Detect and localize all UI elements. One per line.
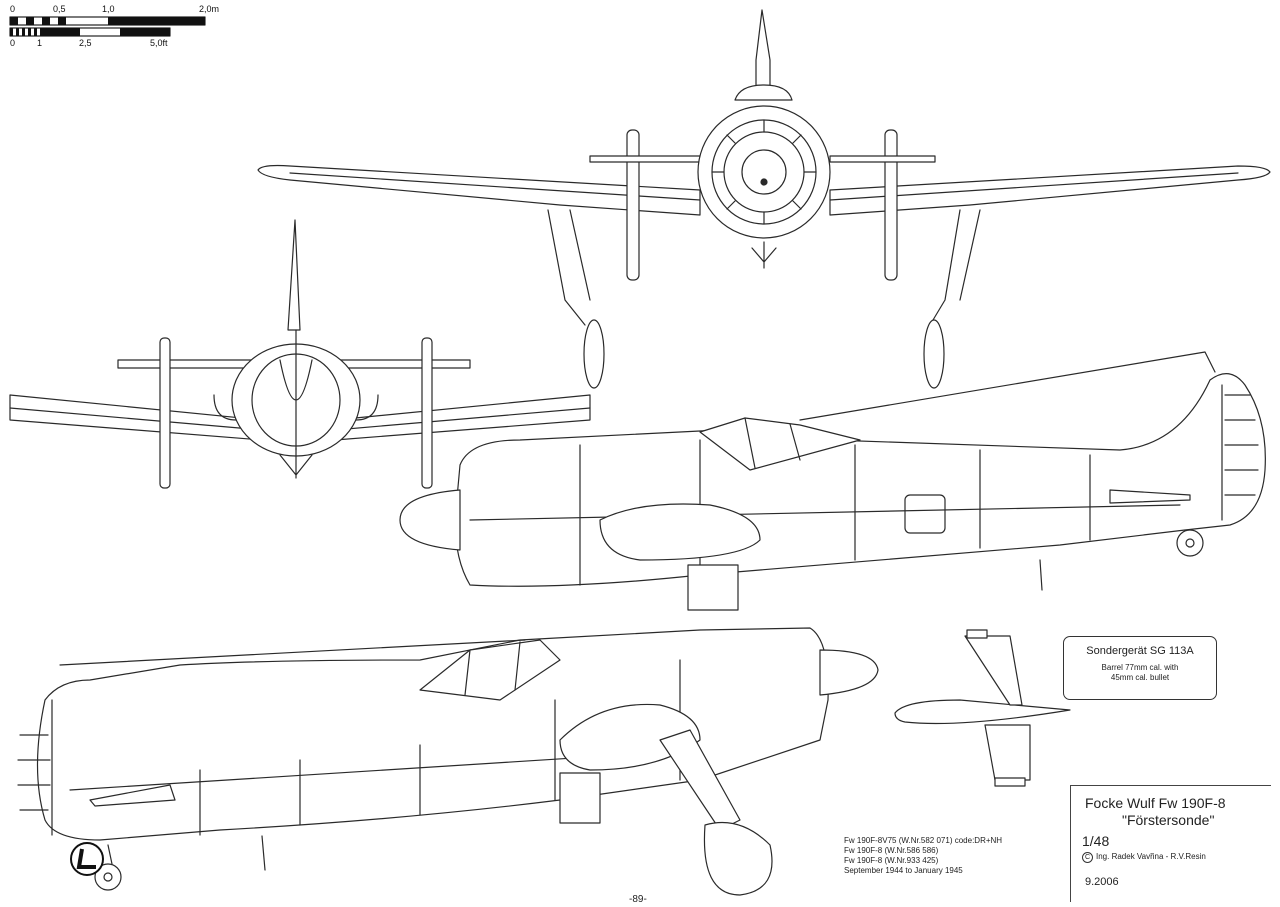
note-line: Fw 190F-8 (W.Nr.933 425): [844, 856, 939, 865]
callout-title: Sondergerät SG 113A: [1086, 645, 1194, 657]
callout-desc-line-1: Barrel 77mm cal. with: [1101, 663, 1179, 672]
copyright-text: Ing. Radek Vavřina - R.V.Resin: [1096, 852, 1206, 861]
title-line-2: "Förstersonde": [1122, 812, 1215, 828]
drawing-scale: 1/48: [1082, 833, 1110, 849]
callout-description: Barrel 77mm cal. with 45mm cal. bullet: [1064, 663, 1216, 683]
note-line: September 1944 to January 1945: [844, 866, 963, 875]
sg113a-callout: Sondergerät SG 113A Barrel 77mm cal. wit…: [1063, 636, 1217, 700]
scale-imperial-1: 1: [37, 38, 43, 48]
scale-imperial-2-5: 2,5: [79, 38, 92, 48]
sg113a-detail: [894, 629, 1071, 787]
note-line: Fw 190F-8 (W.Nr.586 586): [844, 846, 939, 855]
side-view-left: [17, 627, 879, 896]
rear-view: [9, 219, 591, 489]
scale-imperial-0: 0: [10, 38, 16, 48]
scale-metric-1-0: 1,0: [102, 4, 115, 14]
copyright-icon: C: [1082, 852, 1093, 863]
side-view-right: [399, 351, 1266, 611]
callout-desc-line-2: 45mm cal. bullet: [1110, 673, 1170, 682]
note-line: Fw 190F-8V75 (W.Nr.582 071) code:DR+NH: [844, 836, 1003, 845]
front-view: [257, 9, 1271, 389]
drawing-date: 9.2006: [1085, 876, 1119, 888]
scale-metric-0: 0: [10, 4, 16, 14]
scale-bar-metric: [9, 16, 206, 26]
scale-metric-2-0: 2,0m: [199, 4, 220, 14]
scale-metric-0-5: 0,5: [53, 4, 66, 14]
page-number: -89-: [629, 894, 647, 905]
publisher-logo-icon: [70, 842, 104, 876]
variant-notes: Fw 190F-8V75 (W.Nr.582 071) code:DR+NH F…: [844, 836, 1002, 876]
scale-bar-imperial: [9, 27, 171, 37]
title-line-1: Focke Wulf Fw 190F-8: [1085, 795, 1226, 811]
scale-imperial-5-0: 5,0ft: [150, 38, 168, 48]
title-block: Focke Wulf Fw 190F-8 "Förstersonde" 1/48…: [1070, 785, 1271, 902]
